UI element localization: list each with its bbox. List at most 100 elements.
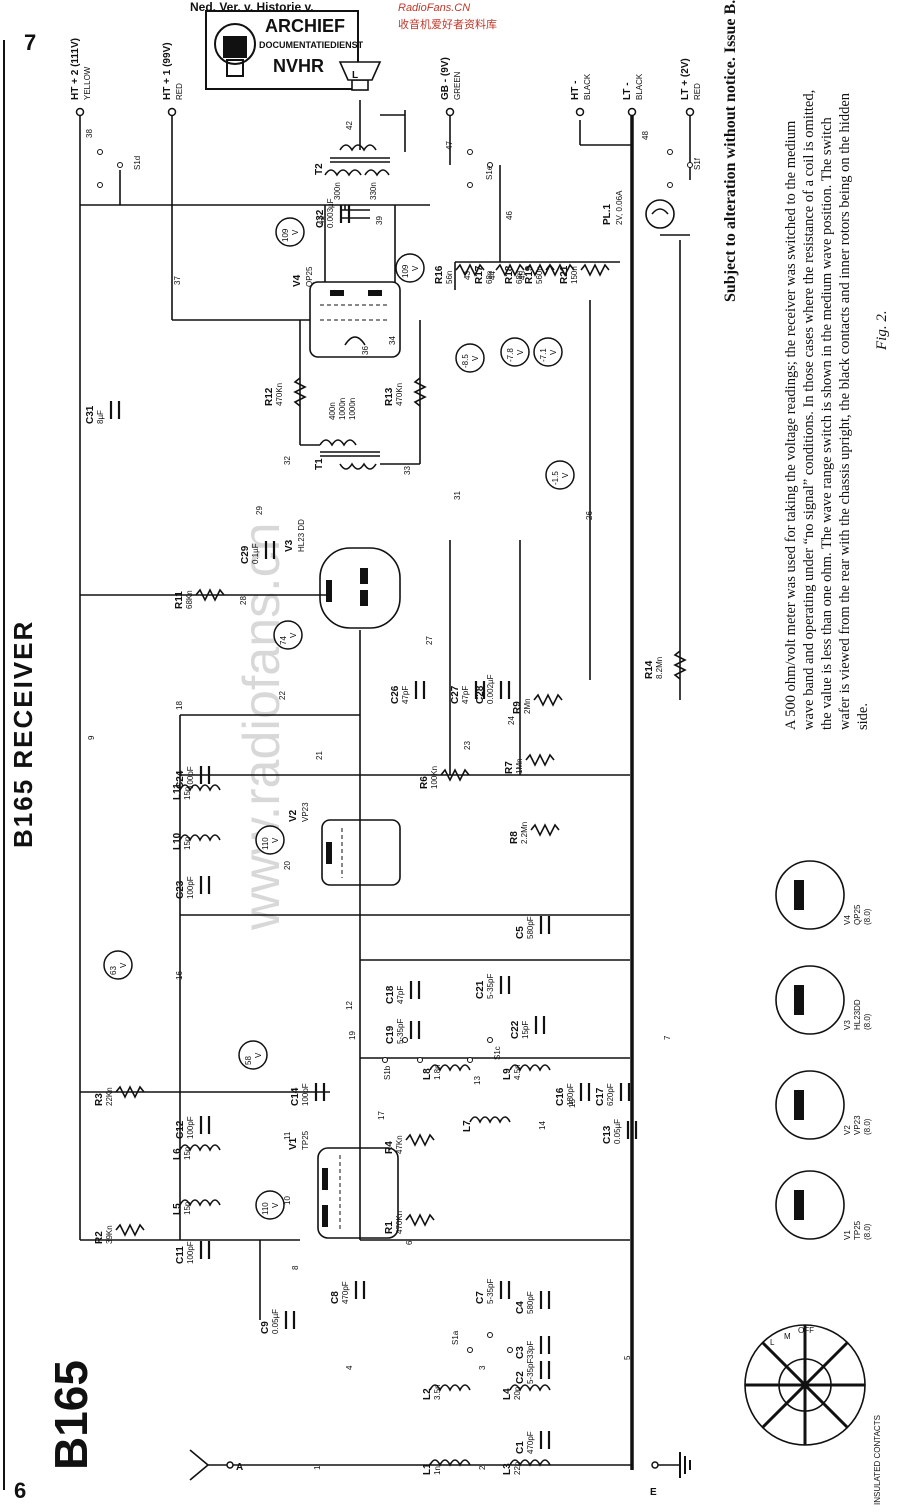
wire-number: 24 bbox=[507, 716, 516, 725]
wire-number: 22 bbox=[278, 691, 287, 700]
resistor-r8 bbox=[530, 823, 560, 837]
inductor-l2 bbox=[429, 1384, 471, 1392]
resistor-value: 8.2Mn bbox=[655, 657, 664, 679]
inductor-value: 3.5n bbox=[433, 1384, 442, 1400]
supply-label: HT + 1 (99V) bbox=[162, 42, 173, 100]
capacitor-c3 bbox=[539, 1336, 551, 1354]
voltage-unit: V bbox=[271, 1202, 280, 1208]
wire-number: 4 bbox=[345, 1365, 354, 1370]
waveband-label: M bbox=[784, 1332, 791, 1341]
site-domain[interactable]: RadioFans.CN bbox=[398, 2, 471, 14]
capacitor-c13 bbox=[626, 1121, 638, 1139]
base-valve-type: VP23 bbox=[853, 1115, 862, 1135]
resistor-ref: R16 bbox=[434, 265, 445, 284]
supply-terminals bbox=[75, 107, 695, 117]
capacitor-value: 47pF bbox=[396, 986, 405, 1004]
voltage-unit: V bbox=[271, 837, 280, 843]
base-valve-base: (8.0) bbox=[863, 908, 872, 925]
inductor-value: 4.5n bbox=[513, 1064, 522, 1080]
wire-number: 29 bbox=[255, 506, 264, 515]
wire-number: 42 bbox=[345, 121, 354, 130]
valve-ref: V3 bbox=[284, 539, 295, 552]
supply-colour: BLACK bbox=[635, 73, 644, 100]
capacitor-ref: C4 bbox=[515, 1301, 526, 1314]
wire-number: 9 bbox=[87, 735, 96, 740]
voltage-value: 63 bbox=[109, 966, 118, 975]
inductor-l11 bbox=[179, 784, 221, 792]
capacitor-value: 470pF bbox=[526, 1431, 535, 1454]
resistor-r17 bbox=[495, 263, 525, 277]
resistor-value: 470Kn bbox=[275, 383, 284, 406]
voltage-value: 110 bbox=[261, 1202, 270, 1215]
capacitor-value: 100pF bbox=[186, 876, 195, 899]
resistor-r4 bbox=[405, 1133, 435, 1147]
wire-number: 39 bbox=[375, 216, 384, 225]
capacitor-value: 100pF bbox=[186, 1116, 195, 1139]
resistor-ref: R3 bbox=[94, 1093, 105, 1106]
wire-number: 37 bbox=[173, 276, 182, 285]
voltage-value: -7.8 bbox=[506, 348, 515, 362]
capacitor-value: 0.003µF bbox=[326, 198, 335, 228]
resistor-r19 bbox=[545, 263, 575, 277]
capacitor-ref: C2 bbox=[515, 1371, 526, 1384]
valve-type: QP25 bbox=[305, 266, 314, 287]
capacitor-value: 5-35pF bbox=[486, 1279, 495, 1304]
resistor-ref: R7 bbox=[504, 761, 515, 774]
resistor-ref: R11 bbox=[174, 591, 185, 609]
supply-label: LT - bbox=[622, 82, 633, 100]
waveband-switch-wafer bbox=[744, 1324, 866, 1446]
stamp-line-2: DOCUMENTATIEDIENST bbox=[259, 40, 364, 50]
wire-number: 5 bbox=[623, 1355, 632, 1360]
resistor-r12 bbox=[293, 377, 307, 407]
capacitor-ref: C28 bbox=[475, 685, 486, 704]
capacitor-c9 bbox=[284, 1311, 296, 1329]
capacitor-ref: C23 bbox=[175, 880, 186, 899]
resistor-ref: R18 bbox=[504, 265, 515, 284]
aerial-label: A bbox=[236, 1462, 243, 1473]
switch-ref: S1a bbox=[451, 1330, 460, 1345]
capacitor-c29 bbox=[264, 541, 276, 559]
capacitor-c27 bbox=[474, 681, 486, 699]
wire-number: 43 bbox=[463, 271, 472, 280]
supply-label: GB - (9V) bbox=[440, 57, 451, 100]
valve-type: TP25 bbox=[301, 1130, 310, 1150]
capacitor-value: 0.1µF bbox=[251, 543, 260, 564]
resistor-r6 bbox=[440, 768, 470, 782]
wire-number: 18 bbox=[175, 701, 184, 710]
base-valve-type: QP25 bbox=[853, 904, 862, 925]
stamp-line-1: ARCHIEF bbox=[265, 16, 345, 36]
waveband-label: L bbox=[770, 1338, 775, 1347]
capacitor-ref: C9 bbox=[260, 1321, 271, 1334]
capacitor-c18 bbox=[409, 981, 421, 999]
valve-type: VP23 bbox=[301, 802, 310, 822]
pilot-lamp-ref: PL.1 bbox=[602, 203, 613, 225]
earth-terminal-icon bbox=[651, 1452, 691, 1478]
base-valve-base: (8.0) bbox=[863, 1118, 872, 1135]
capacitor-ref: C8 bbox=[330, 1291, 341, 1304]
resistor-value: 1Mn bbox=[515, 758, 524, 774]
capacitor-c2 bbox=[539, 1361, 551, 1379]
valve-ref: V1 bbox=[288, 1137, 299, 1150]
capacitor-ref: C27 bbox=[450, 685, 461, 704]
inductor-value: 1.8n bbox=[433, 1064, 442, 1080]
capacitor-c19 bbox=[409, 1021, 421, 1039]
voltage-reading-4: 63V bbox=[103, 950, 133, 980]
capacitor-value: 0.002µF bbox=[486, 674, 495, 704]
resistor-r2 bbox=[115, 1223, 145, 1237]
voltage-value: 109 bbox=[281, 228, 290, 242]
voltage-unit: V bbox=[291, 229, 300, 235]
wire-number: 36 bbox=[361, 346, 370, 355]
valve-v3 bbox=[319, 547, 401, 629]
resistor-r11 bbox=[195, 588, 225, 602]
capacitor-ref: C7 bbox=[475, 1291, 486, 1304]
voltage-unit: V bbox=[471, 355, 480, 361]
capacitor-c8 bbox=[354, 1281, 366, 1299]
inductor-value: 15n bbox=[183, 837, 192, 850]
capacitor-value: 0.05µF bbox=[613, 1119, 622, 1144]
capacitor-ref: C24 bbox=[175, 770, 186, 789]
wire-number: 11 bbox=[283, 1131, 292, 1140]
